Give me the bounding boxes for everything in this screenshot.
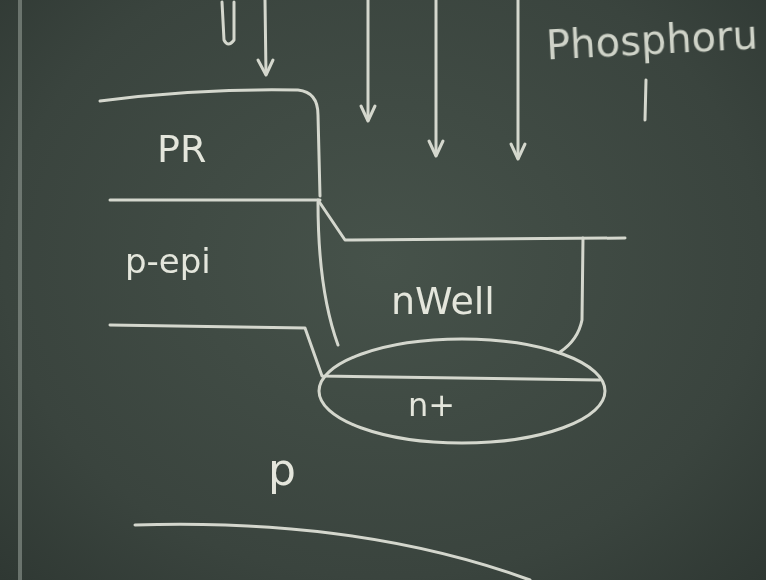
epi-layer: p-epi bbox=[125, 243, 211, 280]
well-region: nWell bbox=[391, 281, 495, 323]
region-label: PR bbox=[157, 129, 206, 171]
photoresist-layer: PR bbox=[157, 129, 206, 171]
region-label: p-epi bbox=[125, 243, 211, 280]
region-label: p bbox=[268, 446, 296, 494]
substrate-region: p bbox=[268, 446, 296, 494]
buried-layer: n+ bbox=[408, 388, 455, 423]
region-label: nWell bbox=[391, 281, 495, 323]
region-label: n+ bbox=[408, 388, 455, 423]
